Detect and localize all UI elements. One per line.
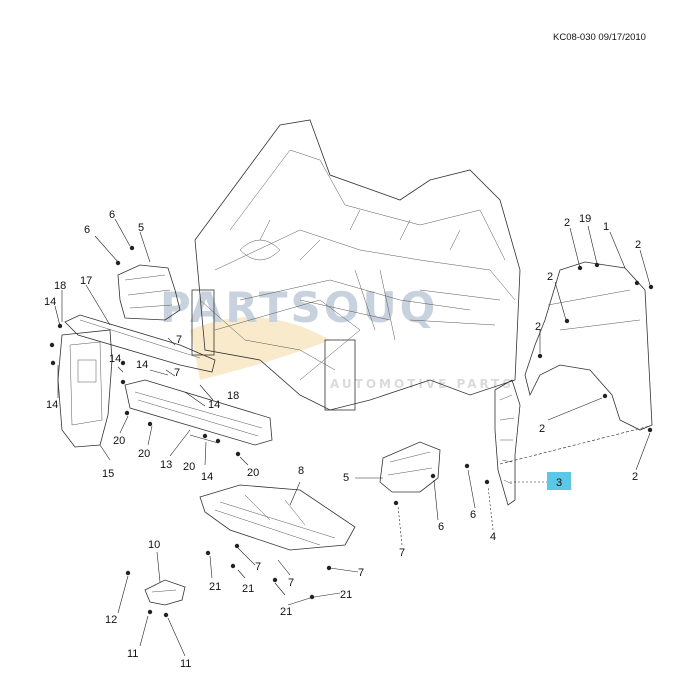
callout-21[interactable]: 21: [242, 583, 254, 595]
callout-14[interactable]: 14: [44, 296, 56, 308]
part-bracket-small: [144, 579, 186, 606]
fasteners: [49, 245, 654, 618]
callout-3[interactable]: 3: [556, 477, 562, 489]
callout-6[interactable]: 6: [470, 509, 476, 521]
callouts: 6 5 6 18 17 14 14 14 14 7 7 18 14 20 20 …: [44, 209, 641, 670]
callout-4[interactable]: 4: [490, 531, 496, 543]
callout-2[interactable]: 2: [564, 217, 570, 229]
highlight-box: [547, 472, 571, 490]
watermark-brand: PARTSOUQ: [160, 283, 438, 332]
callout-20[interactable]: 20: [113, 435, 125, 447]
callout-14[interactable]: 14: [46, 399, 58, 411]
part-bracket-upper: [117, 264, 181, 321]
body-structure: [191, 119, 521, 411]
callout-13[interactable]: 13: [160, 459, 172, 471]
diagram-code: KC08-030 09/17/2010: [553, 32, 646, 43]
callout-7[interactable]: 7: [174, 367, 180, 379]
part-fender-liner: [494, 379, 521, 506]
part-bracket-lower: [379, 441, 441, 493]
callout-2[interactable]: 2: [547, 271, 553, 283]
callout-6[interactable]: 6: [84, 224, 90, 236]
watermark: PARTSOUQ AUTOMOTIVE PARTS: [160, 283, 514, 391]
callout-20[interactable]: 20: [247, 467, 259, 479]
callout-21[interactable]: 21: [340, 589, 352, 601]
callout-19[interactable]: 19: [579, 213, 591, 225]
part-fender: [524, 261, 653, 431]
callout-11[interactable]: 11: [180, 658, 191, 670]
callout-14[interactable]: 14: [136, 359, 148, 371]
callout-14[interactable]: 14: [201, 471, 213, 483]
callout-17[interactable]: 17: [80, 275, 92, 287]
callout-14[interactable]: 14: [208, 399, 220, 411]
part-upper-tie-bar: [64, 314, 216, 373]
callout-11[interactable]: 11: [127, 648, 138, 660]
callout-7[interactable]: 7: [288, 577, 294, 589]
part-splash-shield: [199, 484, 356, 551]
callout-7[interactable]: 7: [399, 547, 405, 559]
callout-21[interactable]: 21: [280, 606, 292, 618]
callout-18[interactable]: 18: [227, 390, 239, 402]
callout-7[interactable]: 7: [358, 567, 364, 579]
watermark-swoosh: [190, 317, 330, 380]
watermark-sub: AUTOMOTIVE PARTS: [330, 377, 514, 391]
callout-14[interactable]: 14: [109, 353, 121, 365]
callout-10[interactable]: 10: [148, 539, 160, 551]
callout-2[interactable]: 2: [632, 471, 638, 483]
callout-2[interactable]: 2: [535, 321, 541, 333]
callout-6[interactable]: 6: [109, 209, 115, 221]
callout-2[interactable]: 2: [539, 423, 545, 435]
callout-6[interactable]: 6: [438, 521, 444, 533]
callout-2[interactable]: 2: [635, 239, 641, 251]
callout-12[interactable]: 12: [105, 614, 117, 626]
leader-lines: [54, 218, 651, 657]
part-lower-beam: [124, 379, 273, 446]
callout-21[interactable]: 21: [209, 581, 221, 593]
callout-18[interactable]: 18: [54, 280, 66, 292]
callout-5[interactable]: 5: [138, 222, 144, 234]
callout-1[interactable]: 1: [603, 221, 609, 233]
callout-20[interactable]: 20: [183, 461, 195, 473]
callout-7[interactable]: 7: [176, 334, 182, 346]
callout-7[interactable]: 7: [255, 561, 261, 573]
callout-20[interactable]: 20: [138, 448, 150, 460]
callout-8[interactable]: 8: [298, 465, 304, 477]
callout-15[interactable]: 15: [102, 468, 114, 480]
part-radiator-support: [57, 329, 113, 448]
callout-5[interactable]: 5: [343, 472, 349, 484]
